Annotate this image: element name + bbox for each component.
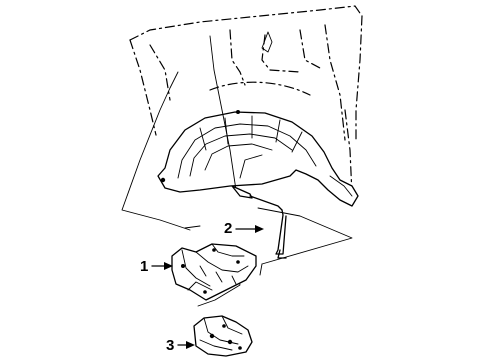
callout-1: 1	[140, 258, 173, 275]
callout-1-arrowhead	[164, 262, 173, 270]
battery-tray	[171, 243, 257, 301]
callout-3-arrowhead	[186, 341, 195, 349]
callout-2-arrowhead	[255, 225, 264, 233]
fender-splash-shield	[157, 110, 359, 207]
callout-2-label: 2	[224, 220, 232, 237]
callout-1-label: 1	[140, 258, 148, 275]
callout-3: 3	[166, 337, 195, 354]
mounting-bracket	[193, 315, 253, 357]
support-rod	[231, 185, 287, 259]
callout-3-label: 3	[166, 337, 174, 354]
callout-2: 2	[224, 220, 264, 237]
body-panel-outline	[129, 5, 363, 196]
